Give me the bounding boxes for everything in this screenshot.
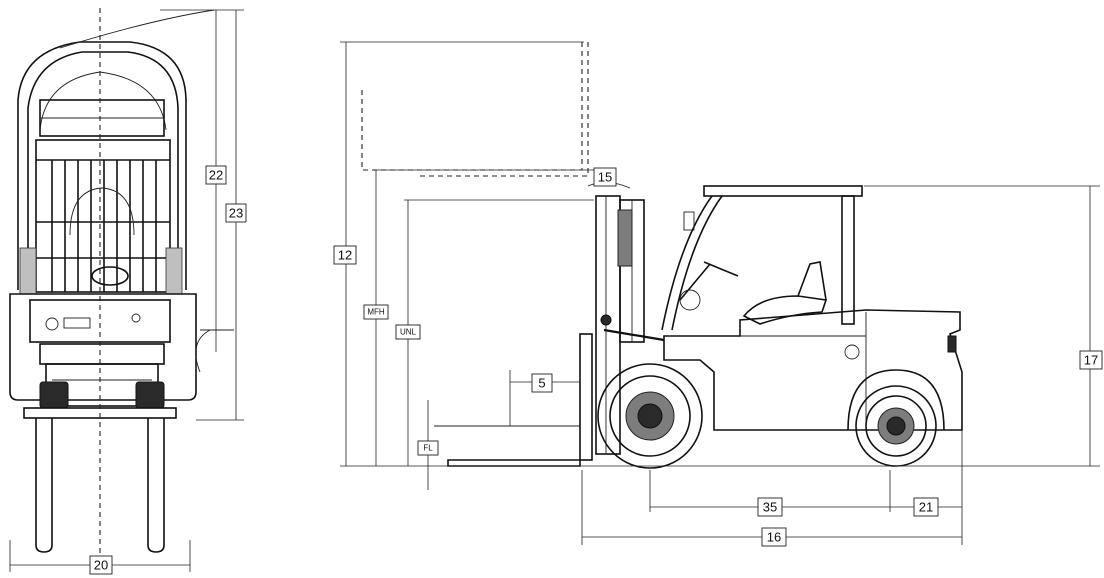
label-20-text: 20 [94, 558, 108, 573]
label-17-text: 17 [1084, 353, 1098, 368]
label-15: 15 [593, 167, 617, 187]
front-view [9, 8, 244, 572]
label-17: 17 [1079, 350, 1103, 370]
label-21: 21 [913, 497, 939, 517]
label-5-text: 5 [538, 376, 545, 391]
label-16-text: 16 [767, 530, 781, 545]
label-15-text: 15 [598, 170, 612, 185]
front-grille-bars [51, 160, 157, 292]
side-view [340, 41, 1100, 545]
label-23: 23 [225, 203, 247, 223]
label-22-text: 22 [209, 168, 223, 183]
label-mfh-text: MFH [367, 308, 385, 317]
label-fl: FL [417, 440, 439, 456]
label-12-text: 12 [338, 248, 352, 263]
label-35-text: 35 [763, 500, 777, 515]
label-unl-text: UNL [400, 328, 417, 337]
label-fl-text: FL [423, 444, 433, 453]
label-20: 20 [89, 555, 113, 575]
label-16: 16 [761, 527, 787, 547]
label-21-text: 21 [919, 500, 933, 515]
label-unl: UNL [395, 324, 421, 340]
label-23-text: 23 [229, 206, 243, 221]
label-mfh: MFH [363, 304, 389, 320]
label-12: 12 [333, 245, 357, 265]
label-5: 5 [531, 373, 553, 393]
label-35: 35 [757, 497, 783, 517]
label-22: 22 [205, 165, 227, 185]
dimension-labels: 22 23 20 12 MFH UNL 15 5 [89, 165, 1103, 575]
